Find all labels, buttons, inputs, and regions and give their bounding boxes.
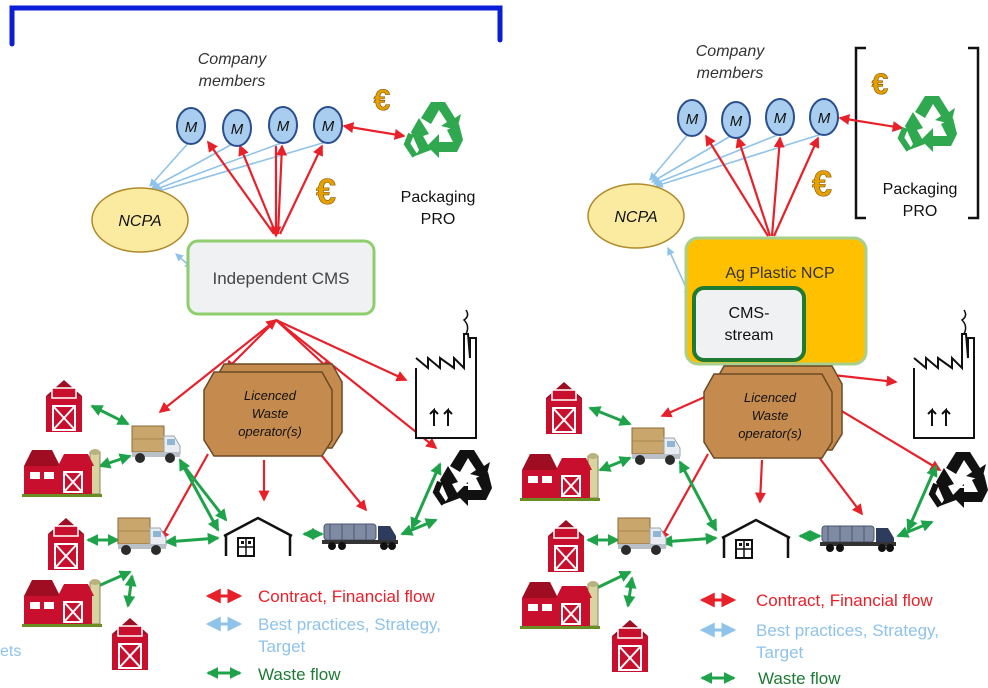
right-euro-icon-1: €: [872, 68, 889, 101]
right-member-4: M: [809, 98, 839, 136]
left-cms-label: Independent CMS: [212, 269, 349, 288]
left-partial-text: ets: [0, 643, 21, 660]
right-pro-bracket: [854, 46, 980, 220]
left-member-2: M: [222, 109, 252, 147]
right-company-members-2: members: [697, 65, 764, 82]
right-member-3: M: [765, 98, 795, 136]
left-truck-icon-2: [117, 517, 167, 556]
left-farm-icon-2: [21, 578, 103, 628]
left-independent-cms: Independent CMS: [186, 239, 376, 316]
right-packaging-pro-1: Packaging: [883, 181, 958, 198]
member-letter: M: [686, 111, 699, 128]
left-euro-icon-2: €: [316, 171, 336, 212]
left-legend-waste: Waste flow: [258, 665, 341, 684]
right-recycle-icon: [901, 96, 957, 152]
left-barn-icon-2: [47, 517, 85, 571]
right-agnpc-label: Ag Plastic NCP: [725, 265, 834, 282]
member-letter: M: [185, 119, 198, 136]
right-ncpa: NCPA: [587, 183, 685, 249]
right-company-members-1: Company: [696, 43, 765, 60]
right-packaging-pro-2: PRO: [903, 203, 938, 220]
member-letter: M: [774, 110, 787, 127]
right-cms-stream-1: CMS-: [729, 305, 770, 322]
left-recycle-2-icon: [436, 450, 492, 506]
member-letter: M: [277, 118, 290, 135]
left-truck-icon-1: [131, 425, 181, 464]
right-farm-icon-1: [519, 452, 601, 502]
left-member-3: M: [268, 106, 298, 144]
right-warehouse-icon: [720, 518, 792, 560]
left-packaging-pro-2: PRO: [421, 211, 456, 228]
left-warehouse-icon: [222, 516, 294, 558]
left-farm-icon-1: [21, 448, 103, 498]
left-legend-contract: Contract, Financial flow: [258, 587, 435, 606]
left-recycle-icon: [407, 102, 463, 158]
left-tanker-truck-icon: [321, 523, 399, 551]
left-member-1: M: [176, 107, 206, 145]
right-truck-icon-1: [631, 427, 681, 466]
left-bracket: [9, 5, 503, 47]
left-barn-icon-3: [111, 617, 149, 671]
right-barn-icon-1: [545, 381, 583, 435]
left-packaging-pro-1: Packaging: [401, 189, 476, 206]
left-member-4: M: [313, 106, 343, 144]
right-factory-icon: [913, 309, 975, 439]
right-member-2: M: [721, 101, 751, 139]
left-operator-1: Licenced: [244, 388, 297, 403]
right-legend-contract: Contract, Financial flow: [756, 591, 933, 610]
right-euro-icon-2: €: [812, 163, 832, 204]
right-cms-stream-2: stream: [725, 327, 774, 344]
right-legend-waste: Waste flow: [758, 669, 841, 688]
left-barn-icon-1: [45, 379, 83, 433]
left-legend-best-1: Best practices, Strategy,: [258, 615, 441, 634]
left-euro-icon-1: €: [374, 84, 391, 117]
right-operator-2: Waste: [752, 408, 789, 423]
left-company-members-2: members: [199, 73, 266, 90]
left-ncpa-label: NCPA: [118, 213, 161, 230]
right-recycle-2-icon: [932, 452, 988, 508]
right-tanker-truck-icon: [819, 525, 897, 553]
right-truck-icon-2: [617, 517, 667, 556]
right-operator-3: operator(s): [738, 426, 802, 441]
right-ncpa-label: NCPA: [614, 209, 657, 226]
right-member-1: M: [677, 99, 707, 137]
member-letter: M: [730, 113, 743, 130]
right-barn-icon-2: [547, 519, 585, 573]
right-farm-icon-2: [519, 580, 601, 630]
right-operator-1: Licenced: [744, 390, 797, 405]
right-cms-stream: CMS- stream: [692, 286, 806, 362]
left-ncpa: NCPA: [91, 187, 189, 253]
left-operator-3: operator(s): [238, 424, 302, 439]
right-barn-icon-3: [611, 619, 649, 673]
member-letter: M: [818, 110, 831, 127]
member-letter: M: [231, 121, 244, 138]
left-factory-icon: [415, 309, 477, 439]
left-company-members-1: Company: [198, 51, 267, 68]
left-operator-2: Waste: [252, 406, 289, 421]
member-letter: M: [322, 118, 335, 135]
right-legend-best-2: Target: [756, 643, 804, 662]
right-legend-best-1: Best practices, Strategy,: [756, 621, 939, 640]
left-legend-best-2: Target: [258, 637, 306, 656]
